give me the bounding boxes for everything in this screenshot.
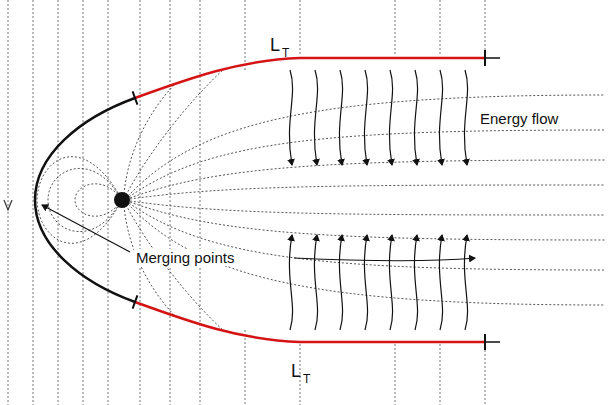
geomagnetic-lines: [37, 68, 605, 332]
energy-flow-label: Energy flow: [478, 110, 560, 127]
flow-arrowhead: [4, 200, 12, 210]
imf-lines: [8, 0, 485, 405]
length-symbol: L: [291, 362, 301, 380]
magnetopause: [35, 50, 500, 350]
length-subscript: T: [303, 373, 310, 385]
length-symbol: L: [270, 36, 280, 54]
earth: [114, 192, 130, 208]
merging-points-label: Merging points: [134, 249, 236, 266]
length-subscript: T: [282, 47, 289, 59]
leader-lines: [42, 205, 475, 261]
energy-flow-arrows: [289, 70, 467, 330]
